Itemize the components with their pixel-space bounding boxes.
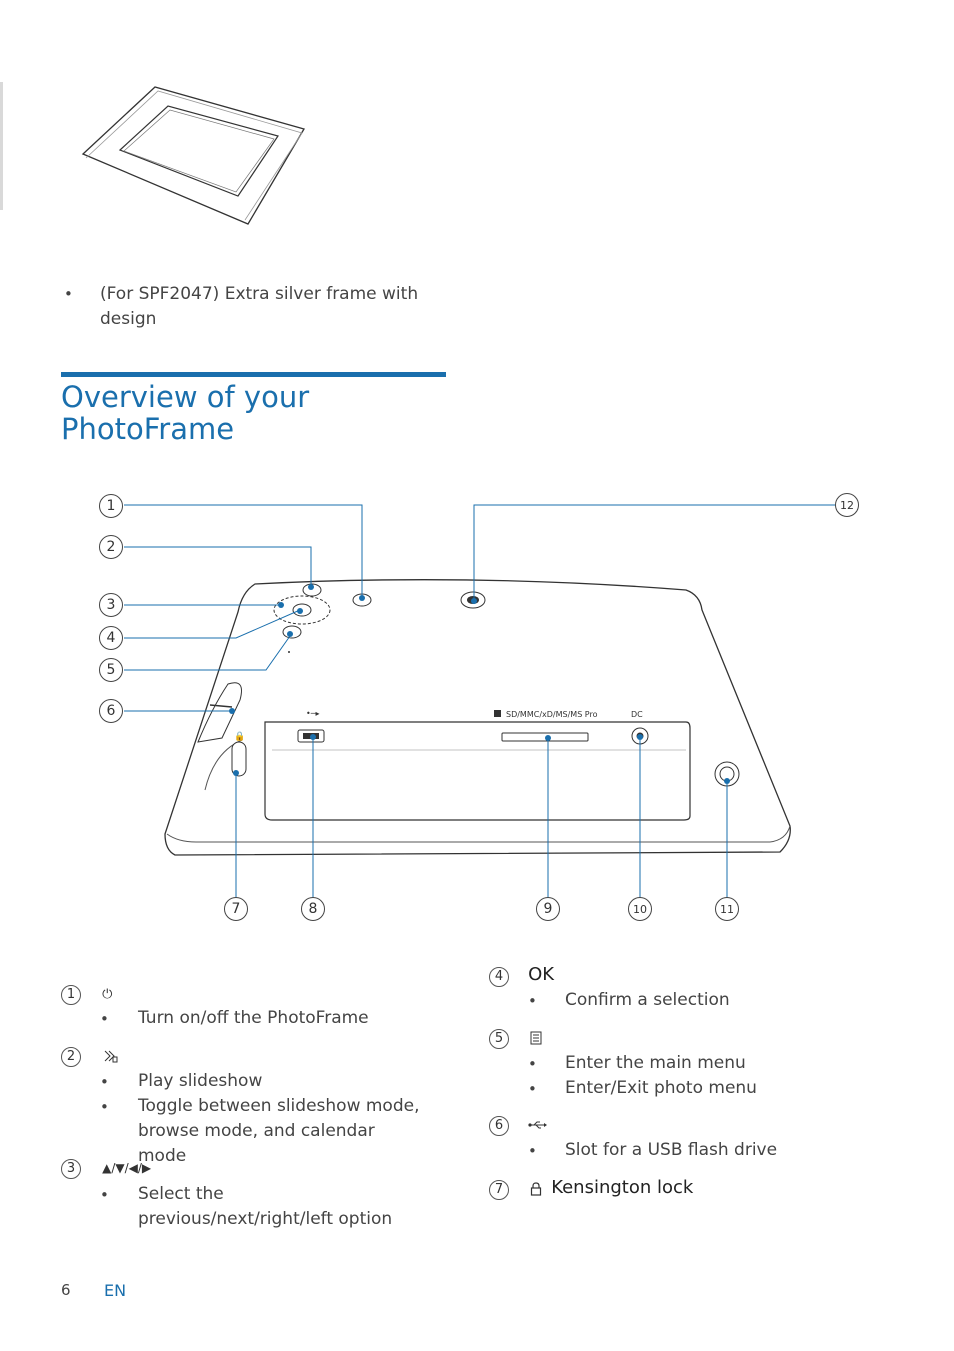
item-number: 5	[489, 1028, 509, 1049]
item-5: 5	[489, 1027, 542, 1049]
item-1-bullet-1: Turn on/off the PhotoFrame	[138, 1008, 369, 1028]
bullet-dot: •	[528, 1080, 537, 1098]
bullet-dot: •	[64, 285, 73, 303]
navigation-arrows: ▲/▼/◀/▶	[102, 1161, 152, 1175]
accessory-bullet-text: (For SPF2047) Extra silver frame with de…	[100, 284, 419, 329]
callout-5: 5	[99, 658, 123, 682]
margin-rule	[0, 82, 3, 210]
svg-text:🔒: 🔒	[234, 731, 245, 742]
item-4-title: OK	[528, 964, 555, 985]
item-number: 4	[489, 966, 509, 987]
card-slot-label: SD/MMC/xD/MS/MS Pro	[506, 710, 598, 719]
item-4-bullet-1: Confirm a selection	[565, 990, 730, 1010]
item-number: 7	[489, 1179, 509, 1200]
bullet-dot: •	[100, 1098, 109, 1116]
callout-2: 2	[99, 535, 123, 559]
bullet-dot: •	[100, 1073, 109, 1091]
svg-text:•─▸: •─▸	[306, 709, 320, 718]
callout-3: 3	[99, 593, 123, 617]
page-number: 6	[61, 1281, 71, 1299]
bullet-dot: •	[528, 1142, 537, 1160]
callout-12: 12	[835, 493, 859, 517]
callout-10: 10	[628, 897, 652, 921]
item-5-bullet-2: Enter/Exit photo menu	[565, 1078, 757, 1098]
item-3-bullet-1: Select the previous/next/right/left opti…	[138, 1184, 393, 1229]
bullet-dot: •	[100, 1186, 109, 1204]
lock-icon	[530, 1181, 542, 1196]
dc-label: DC	[631, 710, 643, 719]
menu-icon	[530, 1031, 542, 1044]
item-2-bullet-1: Play slideshow	[138, 1071, 263, 1091]
item-6: 6	[489, 1114, 548, 1136]
item-1: 1 ⏻	[61, 983, 441, 1005]
item-2: 2	[61, 1045, 118, 1067]
item-4: 4 OK	[489, 964, 554, 987]
rear-panel	[264, 721, 691, 821]
item-7: 7 Kensington lock	[489, 1177, 693, 1200]
section-heading-text: Overview of your PhotoFrame	[61, 380, 310, 446]
item-number: 3	[61, 1158, 81, 1179]
power-icon: ⏻	[102, 987, 113, 1002]
item-number: 6	[489, 1115, 509, 1136]
callout-9: 9	[536, 897, 560, 921]
callout-8: 8	[301, 897, 325, 921]
photoframe-back-diagram: 🔒 •─▸ SD/MMC/xD/MS/MS Pro DC	[124, 504, 835, 908]
callout-4: 4	[99, 626, 123, 650]
callout-11: 11	[715, 897, 739, 921]
silver-frame-illustration	[81, 86, 305, 225]
bullet-dot: •	[528, 1055, 537, 1073]
bullet-dot: •	[528, 992, 537, 1010]
language-code: EN	[104, 1281, 127, 1300]
callout-1: 1	[99, 494, 123, 518]
callout-7: 7	[224, 897, 248, 921]
slideshow-icon	[104, 1050, 118, 1062]
item-3: 3 ▲/▼/◀/▶	[61, 1157, 151, 1179]
bullet-dot: •	[100, 1010, 109, 1028]
item-number: 1	[61, 984, 81, 1005]
frame-base-line	[166, 825, 791, 843]
item-5-bullet-1: Enter the main menu	[565, 1053, 746, 1073]
item-6-bullet-1: Slot for a USB flash drive	[565, 1140, 778, 1160]
usb-icon	[528, 1121, 548, 1128]
item-2-bullet-2: Toggle between slideshow mode, browse mo…	[138, 1096, 420, 1166]
item-number: 2	[61, 1046, 81, 1067]
section-heading: Overview of your PhotoFrame	[61, 381, 361, 445]
callout-6: 6	[99, 699, 123, 723]
heading-rule	[61, 372, 446, 377]
item-7-title: Kensington lock	[551, 1177, 694, 1198]
